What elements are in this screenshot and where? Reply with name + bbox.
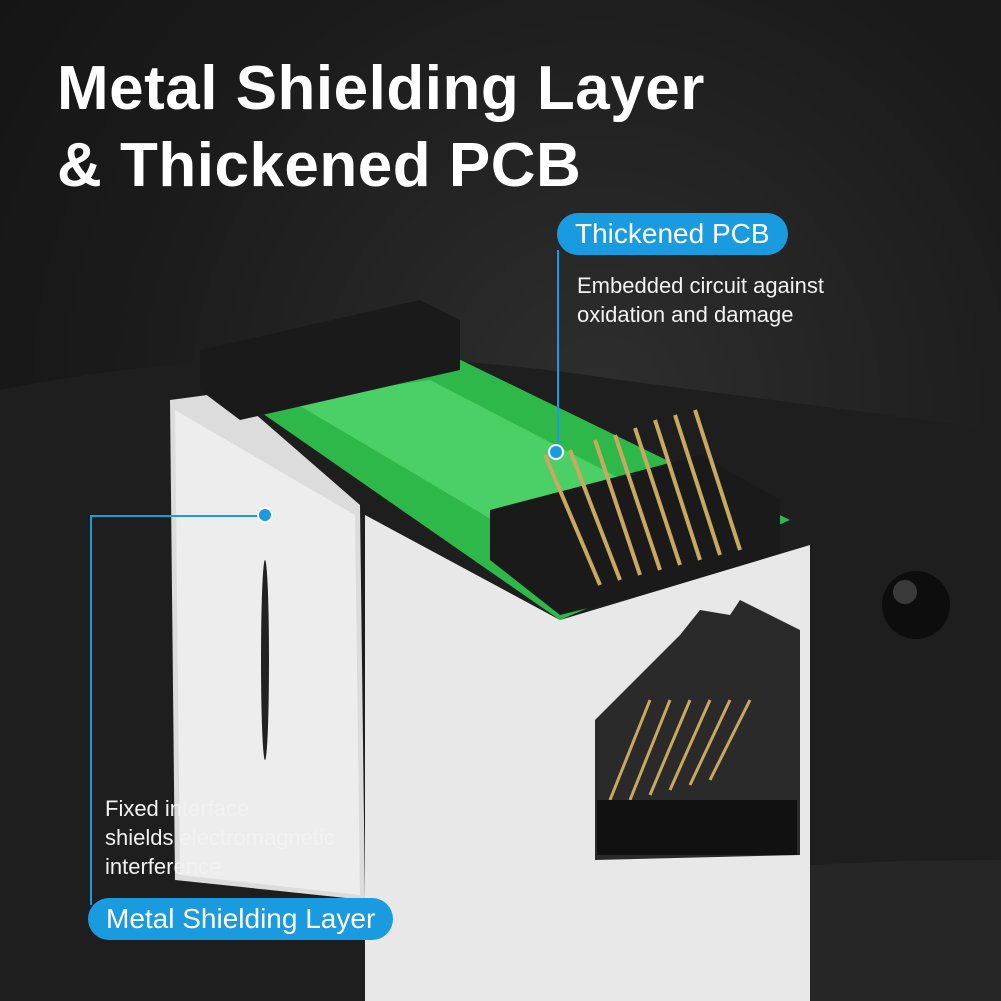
headline-line1: Metal Shielding Layer — [57, 54, 705, 123]
desc-line: interference — [105, 854, 222, 879]
callout-shield-dot — [257, 507, 273, 523]
headline-line2: & Thickened PCB — [57, 131, 582, 200]
callout-shield-label: Metal Shielding Layer — [88, 898, 394, 940]
desc-line: Fixed interface — [105, 796, 250, 821]
callout-pcb-label: Thickened PCB — [557, 213, 788, 255]
callout-shield-description: Fixed interface shields electromagnetic … — [105, 794, 335, 881]
decor-sphere — [882, 571, 950, 639]
port-contacts — [608, 699, 752, 801]
desc-line: Embedded circuit against — [577, 273, 825, 298]
sphere-highlight — [893, 580, 917, 604]
desc-line: shields electromagnetic — [105, 825, 335, 850]
callout-shield-leader-v — [90, 515, 92, 905]
headline: Metal Shielding Layer & Thickened PCB — [57, 50, 705, 204]
pin-block-left — [200, 300, 460, 420]
callout-pcb-leader — [557, 250, 559, 450]
shell-slot — [261, 560, 269, 760]
port-base — [597, 800, 797, 855]
callout-pcb-dot — [548, 444, 564, 460]
callout-shield-leader-h — [90, 515, 262, 517]
desc-line: oxidation and damage — [577, 302, 794, 327]
callout-pcb-description: Embedded circuit against oxidation and d… — [577, 271, 824, 329]
gold-contacts — [543, 409, 742, 586]
